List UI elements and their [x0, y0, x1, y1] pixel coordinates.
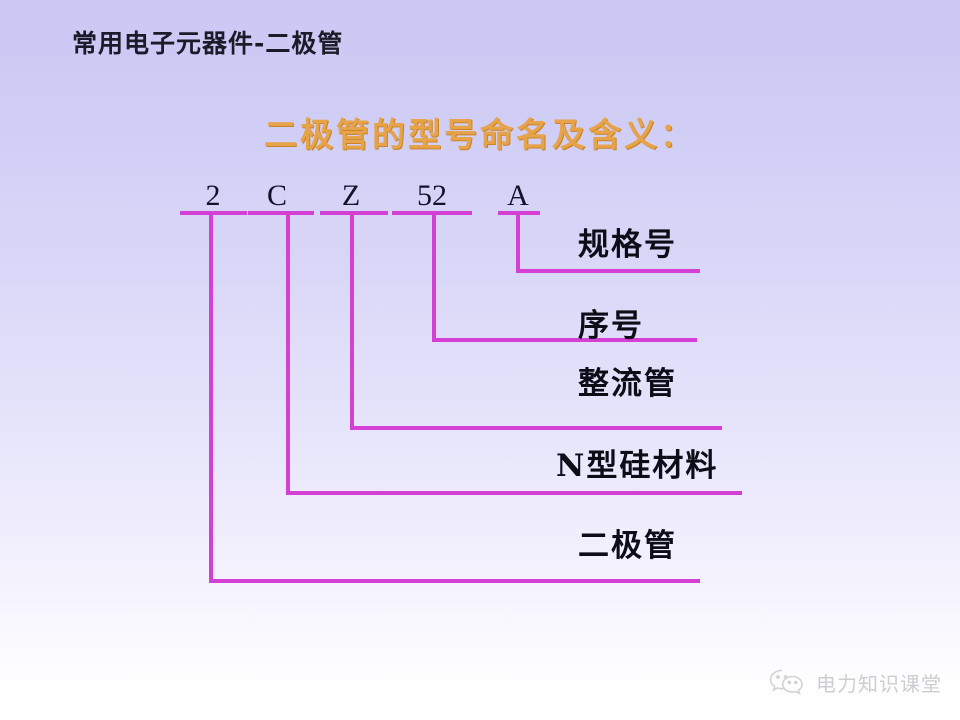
page-title: 常用电子元器件-二极管 — [72, 29, 344, 58]
leader-line-C — [286, 213, 742, 495]
code-char-4: 52 — [417, 179, 447, 212]
slide-subtitle: 二极管的型号命名及含义： — [264, 115, 696, 154]
code-char-2: C — [266, 179, 288, 212]
code-char-1: 2 — [205, 179, 221, 212]
callout-label-spec-number: 规格号 — [578, 227, 677, 263]
leader-line-2 — [209, 213, 700, 583]
leader-line-A — [516, 213, 700, 273]
callout-label-diode: 二极管 — [578, 528, 677, 564]
wechat-icon — [767, 666, 807, 698]
callout-label-rectifier: 整流管 — [578, 366, 677, 402]
code-char-5: A — [507, 179, 529, 212]
watermark-text: 电力知识课堂 — [816, 671, 942, 696]
callout-label-n-type-silicon: N型硅材料 — [556, 448, 719, 484]
leader-line-Z — [350, 213, 722, 430]
code-char-3: Z — [341, 179, 361, 212]
leader-line-52 — [432, 213, 697, 342]
callout-label-serial-number: 序号 — [578, 308, 644, 344]
watermark: 电力知识课堂 — [767, 666, 942, 698]
